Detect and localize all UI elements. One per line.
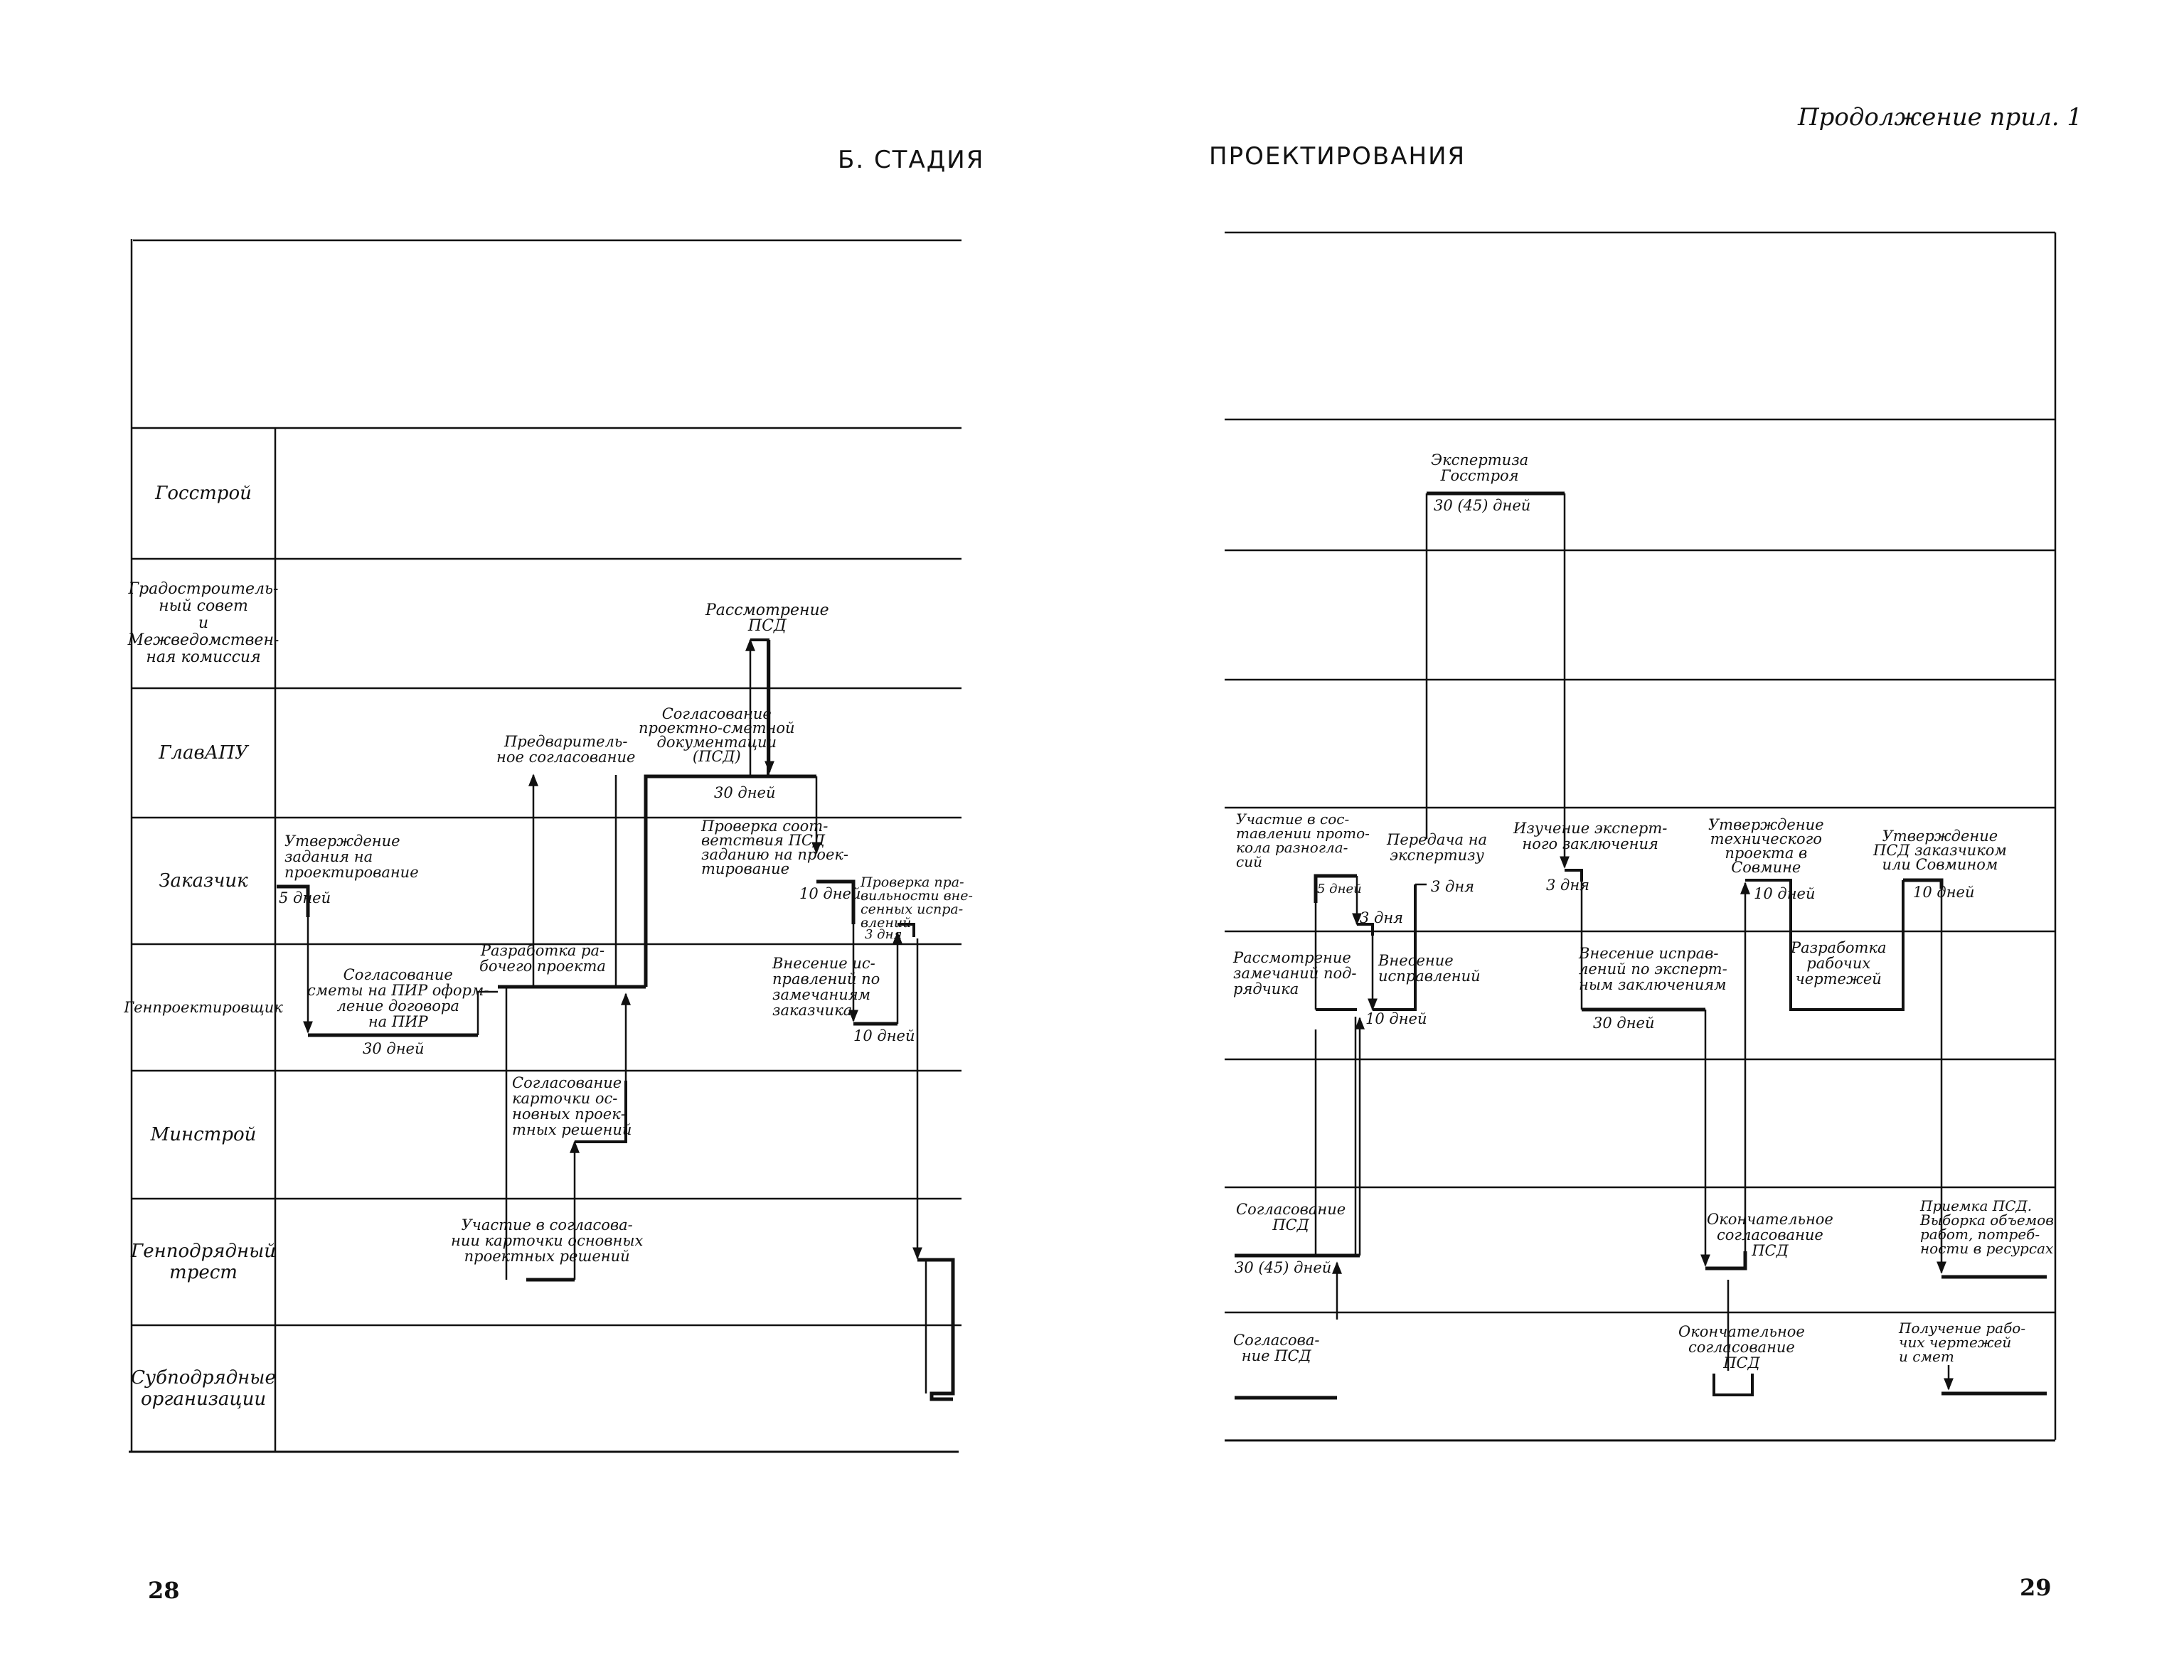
label-soglas-smety: Согласование сметы на ПИР оформ- ление д…	[307, 966, 489, 1030]
label-okonch-trest: Окончательное согласование ПСД	[1707, 1211, 1833, 1259]
label-duration: 10 дней	[1365, 1010, 1427, 1027]
label-duration: 30 (45) дней	[1434, 497, 1531, 514]
label-poluchenie: Получение рабо- чих чертежей и смет	[1899, 1320, 2026, 1365]
label-duration: 10 дней	[1913, 884, 1975, 901]
label-duration: 5 дней	[1317, 882, 1362, 897]
label-soglas-kartochki: Согласование карточки ос- новных проек- …	[512, 1074, 632, 1138]
label-peredacha: Передача на экспертизу	[1387, 831, 1488, 864]
row-label-gradostroitelny-sovet: Градостроитель- ный совет и Межведомстве…	[127, 580, 279, 666]
label-duration: 30 дней	[363, 1040, 425, 1057]
label-utv-zadaniya: Утверждение задания на проектирование	[284, 833, 419, 881]
label-izuchenie: Изучение эксперт- ного заключения	[1513, 820, 1668, 852]
label-okonch-sub: Окончательное согласование ПСД	[1678, 1323, 1805, 1371]
continuation-note: Продолжение прил. 1	[1798, 103, 2082, 132]
label-ekspertiza: Экспертиза Госстроя	[1431, 451, 1529, 484]
row-label-glavapu: ГлавАПУ	[159, 742, 248, 764]
label-proverka-prav: Проверка пра- вильности вне- сенных испр…	[861, 874, 973, 931]
label-duration: 5 дней	[279, 889, 331, 906]
label-duration: 10 дней	[853, 1027, 915, 1044]
row-label-genproektirovshchik: Генпроектировщик	[124, 999, 283, 1016]
label-duration: 3 дня	[1431, 878, 1475, 895]
section-title-left: Б. СТАДИЯ	[838, 146, 985, 174]
label-duration: 30 дней	[714, 784, 776, 801]
label-soglas-psd-trest: Согласование ПСД	[1236, 1201, 1346, 1234]
label-vnesenie-eksp: Внесение исправ- лений по эксперт- ным з…	[1579, 945, 1727, 993]
page-number-left: 28	[148, 1577, 180, 1604]
label-priemka: Приемка ПСД. Выборка объемов работ, потр…	[1920, 1197, 2054, 1257]
label-rassm-zamechaniy: Рассмотрение замечаний под- рядчика	[1233, 949, 1357, 997]
left-flow	[277, 638, 955, 1401]
row-label-zakazchik: Заказчик	[159, 870, 248, 892]
label-vnesenie-isp: Внесение ис- правлений по замечаниям зак…	[772, 955, 880, 1019]
label-utv-tehn: Утверждение технического проекта в Совми…	[1708, 816, 1824, 876]
label-razrabotka-rab: Разработка рабочих чертежей	[1791, 939, 1887, 988]
page-number-right: 29	[2020, 1574, 2052, 1601]
label-soglas-psd: Согласование проектно-сметной документац…	[639, 705, 795, 765]
label-duration: 3 дня	[1546, 877, 1590, 894]
label-vnesenie-r: Внесение исправлений	[1378, 952, 1481, 985]
label-duration: 10 дней	[1754, 885, 1816, 902]
label-razrabotka: Разработка ра- бочего проекта	[479, 942, 606, 975]
label-uchastie-protokol: Участие в сос- тавлении прото- кола разн…	[1236, 810, 1370, 870]
label-uchastie-soglas: Участие в согласова- нии карточки основн…	[451, 1216, 644, 1265]
row-label-genpodryadny-trest: Генподрядный трест	[131, 1241, 276, 1283]
label-proverka-sootv: Проверка соот- ветствия ПСД заданию на п…	[701, 818, 849, 877]
left-table-grid	[129, 239, 962, 1453]
right-table-grid	[1225, 231, 2057, 1442]
label-duration: 30 (45) дней	[1235, 1259, 1332, 1276]
label-predvaritelnoe: Предваритель- ное согласование	[496, 733, 636, 766]
label-duration: 10 дней	[799, 885, 861, 902]
row-label-subpodryadnye: Субподрядные организации	[131, 1367, 276, 1410]
label-soglas-sub: Согласова- ние ПСД	[1233, 1332, 1320, 1364]
label-duration: 3 дня	[1360, 909, 1404, 926]
label-duration: 30 дней	[1593, 1015, 1655, 1032]
row-label-gosstroy: Госстрой	[155, 483, 252, 504]
label-duration: 3 дня	[865, 927, 902, 942]
right-flow	[1235, 491, 2047, 1400]
row-label-minstroy: Минстрой	[150, 1124, 257, 1145]
section-title-right: ПРОЕКТИРОВАНИЯ	[1209, 142, 1466, 171]
label-utv-psd: Утверждение ПСД заказчиком или Совмином	[1873, 828, 2007, 873]
label-rassmotrenie: Рассмотрение ПСД	[705, 601, 829, 635]
